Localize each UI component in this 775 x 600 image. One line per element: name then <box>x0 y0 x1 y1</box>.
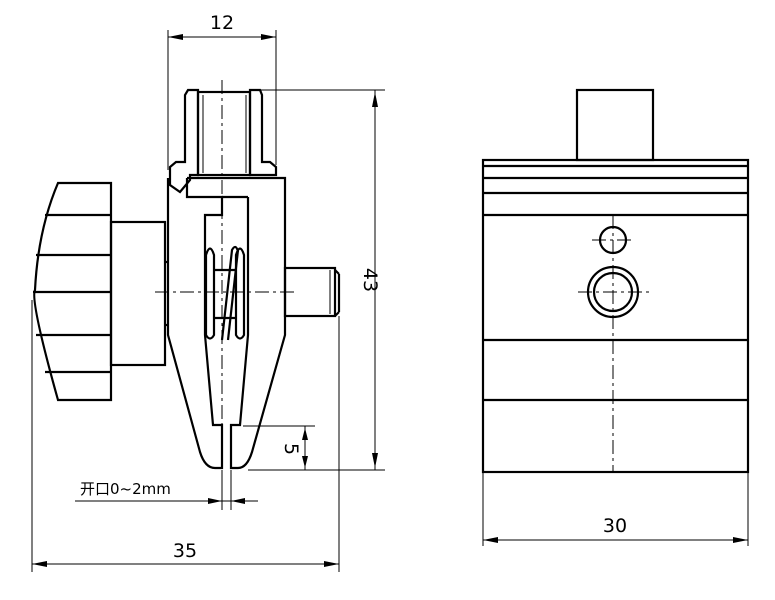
side-view <box>481 88 750 474</box>
front-view <box>33 80 341 470</box>
dim-12: 12 <box>167 12 277 170</box>
clamp-body <box>166 176 341 470</box>
dim-30-label: 30 <box>603 515 627 537</box>
dim-opening-label: 开口0~2mm <box>80 480 171 498</box>
dim-5-label: 5 <box>280 443 302 455</box>
dim-35: 35 <box>31 300 340 572</box>
dim-43: 43 <box>248 89 385 471</box>
dim-12-label: 12 <box>210 12 234 34</box>
knurled-knob <box>33 181 168 402</box>
top-nut-section <box>168 88 278 194</box>
dim-30: 30 <box>482 472 749 546</box>
dim-5: 5 <box>243 425 315 470</box>
dim-35-label: 35 <box>173 540 197 562</box>
dim-43-label: 43 <box>359 268 381 292</box>
dim-opening: 开口0~2mm <box>75 470 258 510</box>
